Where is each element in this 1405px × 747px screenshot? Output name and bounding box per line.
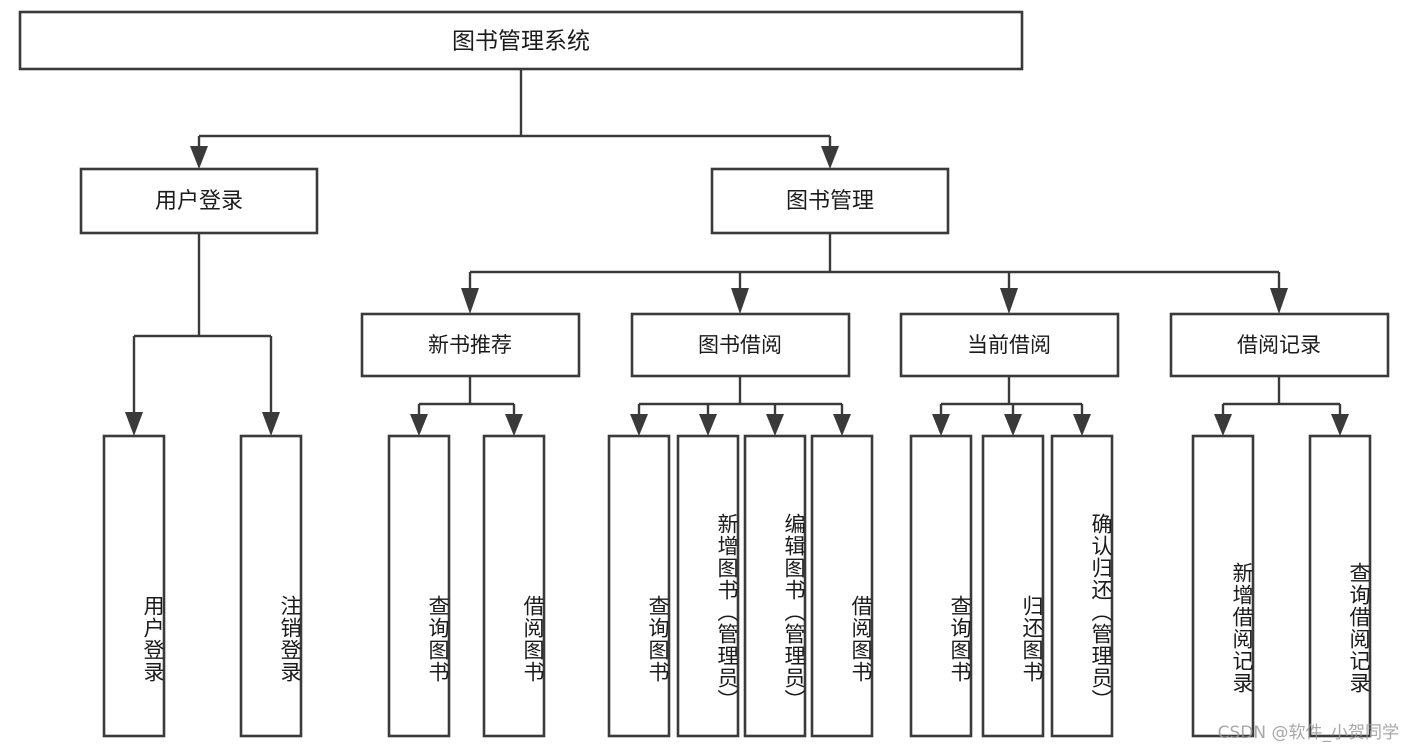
node-new-book-recommend-label: 新书推荐: [428, 333, 512, 357]
node-current-borrow[interactable]: 当前借阅: [899, 312, 1120, 378]
node-leaf-query-book-2-box[interactable]: [607, 434, 671, 738]
arrowhead-leaf-query-borrow-record: [1331, 414, 1349, 436]
arrowhead-leaf-add-borrow-record: [1214, 414, 1232, 436]
node-new-book-recommend-box[interactable]: [360, 312, 581, 378]
arrowhead-leaf-logout-login: [262, 412, 280, 436]
node-leaf-add-book-admin-box[interactable]: [676, 434, 740, 738]
node-current-borrow-label: 当前借阅: [967, 333, 1051, 357]
node-book-borrow-label: 图书借阅: [698, 333, 782, 357]
node-leaf-query-book-1-box[interactable]: [387, 434, 451, 738]
arrowhead-leaf-borrow-book-2: [833, 414, 851, 436]
node-root[interactable]: 图书管理系统: [18, 10, 1024, 71]
node-leaf-add-borrow-record-box[interactable]: [1191, 434, 1255, 738]
node-current-borrow-box[interactable]: [899, 312, 1120, 378]
node-leaf-query-borrow-record-box[interactable]: [1308, 434, 1372, 738]
node-borrow-record[interactable]: 借阅记录: [1169, 312, 1390, 378]
node-book-manage-label: 图书管理: [786, 189, 874, 214]
arrowhead-book-manage: [821, 146, 839, 169]
node-leaf-confirm-return-admin-box[interactable]: [1050, 434, 1114, 738]
node-leaf-edit-book-admin-box[interactable]: [743, 434, 807, 738]
node-leaf-borrow-book-2-box[interactable]: [810, 434, 874, 738]
node-user-login-label: 用户登录: [155, 189, 243, 214]
arrowhead-borrow-record: [1270, 288, 1288, 314]
node-borrow-record-label: 借阅记录: [1237, 333, 1321, 357]
arrowhead-leaf-return-book: [1004, 414, 1022, 436]
node-root-box[interactable]: [18, 10, 1024, 71]
node-user-login-box[interactable]: [79, 167, 319, 235]
node-leaf-logout-login-box[interactable]: [239, 434, 303, 738]
connector-layer: [125, 69, 1349, 436]
arrowhead-new-book-recommend: [461, 288, 479, 314]
arrowhead-leaf-query-book-2: [630, 414, 648, 436]
node-borrow-record-box[interactable]: [1169, 312, 1390, 378]
csdn-watermark: CSDN @软件_小贺同学: [1217, 723, 1399, 743]
arrowhead-leaf-confirm-return-admin: [1073, 414, 1091, 436]
arrowhead-leaf-borrow-book-1: [505, 414, 523, 436]
arrowhead-book-borrow: [731, 288, 749, 314]
arrowhead-leaf-user-login: [125, 412, 143, 436]
node-leaf-query-book-3-box[interactable]: [909, 434, 973, 738]
arrowhead-user-login: [190, 146, 208, 169]
arrowhead-leaf-query-book-3: [932, 414, 950, 436]
arrowhead-leaf-add-book-admin: [699, 414, 717, 436]
node-book-borrow[interactable]: 图书借阅: [630, 312, 851, 378]
node-leaf-return-book-box[interactable]: [981, 434, 1045, 738]
leaf-box-layer: [102, 434, 1372, 738]
node-leaf-user-login-box[interactable]: [102, 434, 166, 738]
node-root-label: 图书管理系统: [452, 29, 590, 55]
node-new-book-recommend[interactable]: 新书推荐: [360, 312, 581, 378]
node-leaf-borrow-book-1-box[interactable]: [482, 434, 546, 738]
node-user-login[interactable]: 用户登录: [79, 167, 319, 235]
node-book-manage[interactable]: 图书管理: [710, 167, 950, 235]
node-book-manage-box[interactable]: [710, 167, 950, 235]
arrowhead-leaf-edit-book-admin: [766, 414, 784, 436]
node-book-borrow-box[interactable]: [630, 312, 851, 378]
arrowhead-current-borrow: [1000, 288, 1018, 314]
arrowhead-leaf-query-book-1: [410, 414, 428, 436]
